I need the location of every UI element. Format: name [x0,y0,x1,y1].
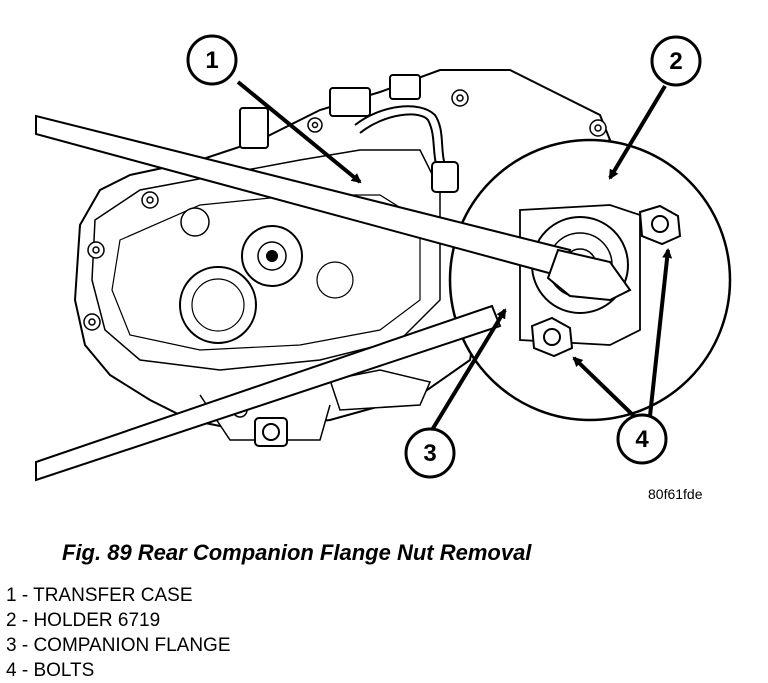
callout-4-label: 4 [635,426,649,453]
wiring-harness [354,105,459,193]
flange-bolts [530,204,682,358]
legend-item: 3 - COMPANION FLANGE [6,635,231,656]
legend-item: 1 - TRANSFER CASE [6,585,193,606]
wrench-handle [35,114,632,482]
leader-arrow-3 [430,308,507,432]
leader-arrow-4a [572,356,640,422]
legend-item: 2 - HOLDER 6719 [6,610,161,631]
callout-2: 2 [650,35,702,87]
callout-3: 3 [404,427,456,479]
figure-code: 80f61fde [648,486,703,502]
leader-arrows [236,80,673,432]
leader-arrow-1 [236,80,362,184]
callout-1: 1 [186,34,238,86]
callout-1-label: 1 [205,47,218,74]
transfer-case-illustration: 1 2 3 4 [35,34,732,482]
legend-item: 4 - BOLTS [6,660,95,681]
callout-4: 4 [616,413,668,465]
callout-3-label: 3 [423,440,436,467]
leader-arrow-4b [648,248,673,417]
legend-list: 1 - TRANSFER CASE 2 - HOLDER 6719 3 - CO… [6,583,231,683]
leader-arrow-2 [608,84,667,180]
figure-caption: Fig. 89 Rear Companion Flange Nut Remova… [62,540,532,565]
callout-2-label: 2 [669,48,682,75]
